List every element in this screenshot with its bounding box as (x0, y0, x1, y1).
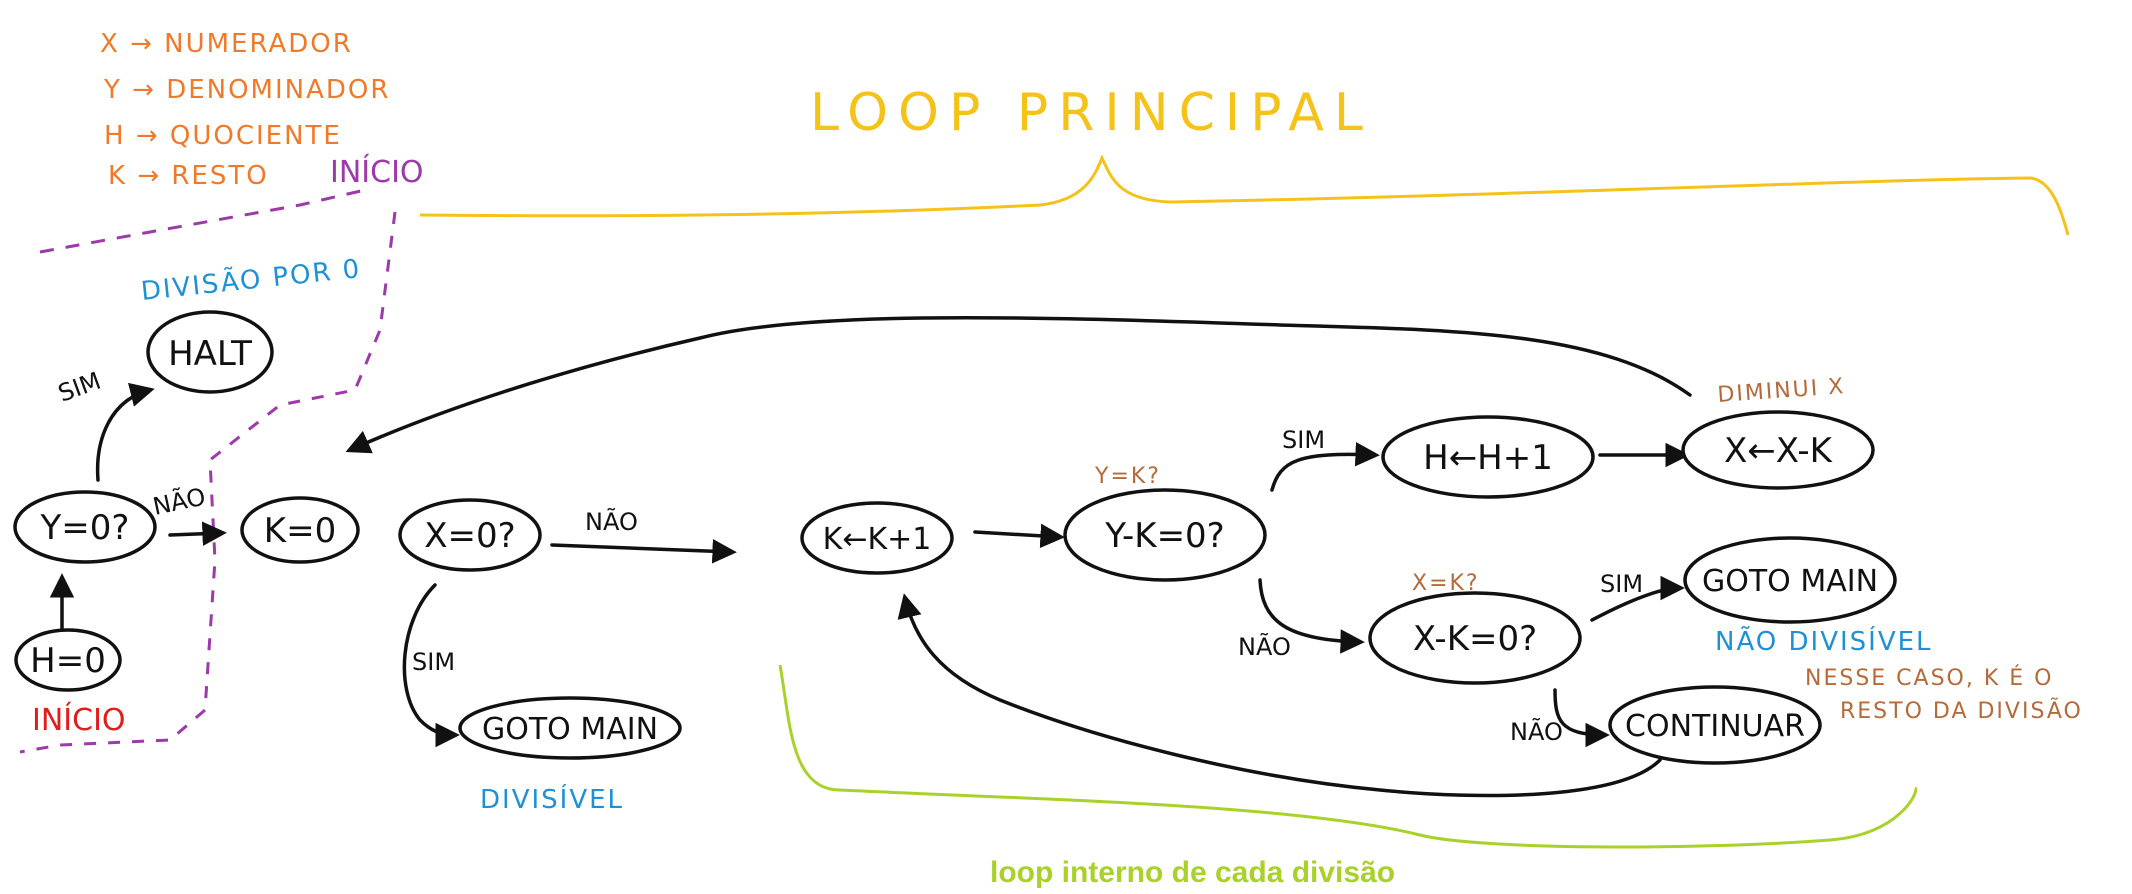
annotation-resto-line2: RESTO DA DIVISÃO (1840, 697, 2083, 724)
node-h0: H=0 (14, 628, 122, 692)
node-goto-main-1-label: GOTO MAIN (482, 712, 658, 747)
node-x0: X=0? (398, 498, 542, 572)
legend-h: H → QUOCIENTE (104, 121, 342, 151)
node-y-minus-k-label: Y-K=0? (1104, 516, 1224, 556)
inicio-boundary: INÍCIO INÍCIO (19, 154, 424, 754)
node-h-inc: H←H+1 (1381, 415, 1595, 499)
node-halt-label: HALT (168, 334, 252, 374)
nodes: H=0 Y=0? HALT K=0 X=0? GOTO MAIN K←K+1 (13, 310, 1897, 765)
node-h-inc-label: H←H+1 (1423, 438, 1553, 478)
annotation-x-eq-k: X=K? (1412, 571, 1480, 596)
inicio-top-label: INÍCIO (330, 154, 424, 190)
inner-loop-bracket: loop interno de cada divisão (778, 664, 1918, 889)
node-goto-main-2-label: GOTO MAIN (1702, 564, 1878, 599)
label-yk-sim: SIM (1282, 426, 1325, 454)
edge-kinc-yk (973, 523, 1065, 549)
node-y0-label: Y=0? (40, 508, 130, 548)
node-goto-main-1: GOTO MAIN (458, 696, 682, 760)
label-y0-sim: SIM (54, 367, 104, 408)
annotation-divisivel: DIVISÍVEL (480, 783, 624, 815)
edge-xk-continuar (1553, 688, 1610, 748)
label-yk-nao: NÃO (1238, 631, 1291, 661)
edges: SIM NÃO SIM NÃO SIM NÃO SIM NÃO (49, 315, 1692, 798)
edge-y0-halt (95, 382, 155, 482)
edge-xk-goto2 (1590, 575, 1685, 622)
label-x0-sim: SIM (412, 648, 455, 676)
label-x0-nao: NÃO (585, 506, 638, 536)
edge-x0-nao (550, 538, 737, 564)
node-x-dec-label: X←X-K (1724, 431, 1834, 471)
node-k-inc: K←K+1 (800, 501, 954, 575)
label-xk-nao: NÃO (1510, 716, 1563, 746)
edge-y0-k0 (168, 521, 227, 546)
annotation-y-eq-k: Y=K? (1094, 464, 1161, 489)
label-y0-nao: NÃO (150, 481, 208, 521)
edge-yk-xk (1258, 578, 1365, 654)
legend: X → NUMERADOR Y → DENOMINADOR H → QUOCIE… (100, 29, 390, 191)
label-xk-sim: SIM (1600, 570, 1643, 598)
node-halt: HALT (146, 310, 274, 394)
edge-xdec-k0 (345, 315, 1692, 454)
annotations: DIVISÃO POR 0 DIVISÍVEL NÃO DIVISÍVEL DI… (139, 252, 2083, 815)
legend-x: X → NUMERADOR (100, 29, 353, 59)
annotation-diminui-x: DIMINUI X (1717, 374, 1846, 408)
node-continuar-label: CONTINUAR (1625, 709, 1805, 744)
node-x-minus-k: X-K=0? (1368, 591, 1582, 685)
annotation-divisao-por-0: DIVISÃO POR 0 (139, 252, 362, 307)
node-k-inc-label: K←K+1 (823, 522, 932, 557)
edge-x0-goto1 (402, 583, 460, 748)
node-y0: Y=0? (13, 490, 157, 564)
node-x0-label: X=0? (424, 516, 515, 556)
legend-k: K → RESTO (108, 161, 269, 191)
node-k0-label: K=0 (264, 511, 336, 551)
node-goto-main-2: GOTO MAIN (1683, 536, 1897, 624)
inicio-bottom-label: INÍCIO (32, 702, 126, 738)
annotation-nao-divisivel: NÃO DIVISÍVEL (1715, 625, 1933, 657)
edge-yk-hinc (1270, 441, 1380, 492)
node-k0: K=0 (240, 496, 360, 564)
node-continuar: CONTINUAR (1608, 685, 1822, 765)
annotation-resto-line1: NESSE CASO, K É O (1805, 665, 2054, 691)
edge-continuar-kinc (897, 593, 1662, 798)
node-x-minus-k-label: X-K=0? (1413, 619, 1537, 659)
inner-loop-title: loop interno de cada divisão (990, 856, 1395, 889)
node-h0-label: H=0 (30, 641, 106, 681)
main-loop-bracket: LOOP PRINCIPAL (419, 83, 2070, 236)
node-x-dec: X←X-K (1681, 410, 1875, 490)
node-y-minus-k: Y-K=0? (1063, 488, 1267, 582)
legend-y: Y → DENOMINADOR (103, 75, 390, 105)
main-loop-title: LOOP PRINCIPAL (810, 83, 1373, 143)
